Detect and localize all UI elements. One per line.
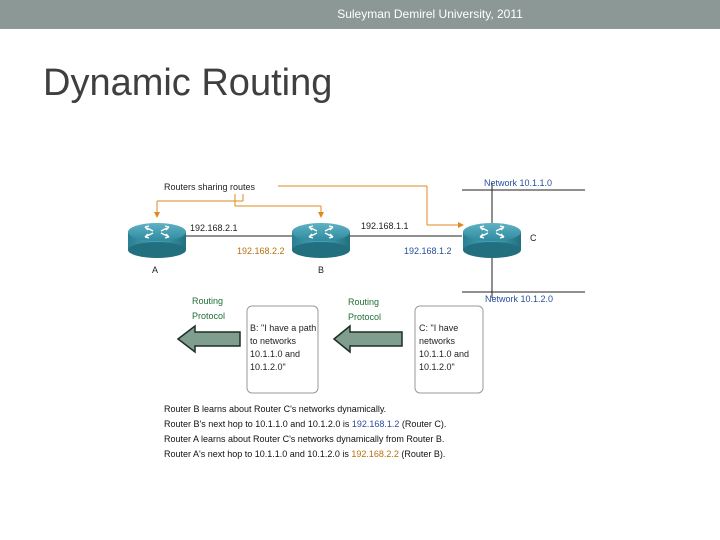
flow-lines — [154, 185, 464, 228]
router-icon — [292, 223, 350, 258]
router-icon — [128, 223, 186, 258]
header-bar: Suleyman Demirel University, 2011 — [0, 0, 720, 29]
network-bottom-label: Network 10.1.2.0 — [485, 294, 553, 304]
message-box-b — [246, 305, 319, 394]
explanation-line: Router A learns about Router C's network… — [164, 434, 444, 444]
explanation-line: Router A's next hop to 10.1.1.0 and 10.1… — [164, 449, 445, 459]
explanation-part: Router B's next hop to 10.1.1.0 and 10.1… — [164, 419, 352, 429]
message-b-line: 10.1.1.0 and — [250, 349, 300, 359]
routing-protocol-left-2: Protocol — [192, 311, 225, 321]
ip-a-b: 192.168.2.1 — [190, 223, 238, 233]
message-c-line: C: "I have — [419, 323, 458, 333]
message-c-line: networks — [419, 336, 456, 346]
router-b-label: B — [318, 265, 324, 275]
slide-title: Dynamic Routing — [43, 62, 333, 104]
message-b-line: 10.1.2.0" — [250, 362, 286, 372]
explanation-part: 192.168.2.2 — [351, 449, 399, 459]
explanation-part: (Router C). — [399, 419, 446, 429]
explanation-part: 192.168.1.2 — [352, 419, 400, 429]
left-arrow-icon — [176, 324, 241, 354]
routing-protocol-right-2: Protocol — [348, 312, 381, 322]
router-c-label: C — [530, 233, 537, 243]
message-b-line: to networks — [250, 336, 297, 346]
routing-protocol-right-1: Routing — [348, 297, 379, 307]
explanation-part: Router A learns about Router C's network… — [164, 434, 444, 444]
routing-protocol-left-1: Routing — [192, 296, 223, 306]
explanation-line: Router B learns about Router C's network… — [164, 404, 386, 414]
router-icon — [463, 223, 521, 258]
explanation-part: Router A's next hop to 10.1.1.0 and 10.1… — [164, 449, 351, 459]
explanation-line: Router B's next hop to 10.1.1.0 and 10.1… — [164, 419, 446, 429]
router-a-label: A — [152, 265, 158, 275]
ip-b-left: 192.168.2.2 — [237, 246, 285, 256]
network-top-label: Network 10.1.1.0 — [484, 178, 552, 188]
left-arrow-icon — [332, 324, 403, 354]
ip-b-c: 192.168.1.1 — [361, 221, 409, 231]
message-c-line: 10.1.2.0" — [419, 362, 455, 372]
message-b-line: B: "I have a path — [250, 323, 316, 333]
explanation-part: (Router B). — [399, 449, 446, 459]
explanation-part: Router B learns about Router C's network… — [164, 404, 386, 414]
sharing-label: Routers sharing routes — [164, 182, 256, 192]
message-box-c — [414, 305, 484, 394]
header-institution: Suleyman Demirel University, 2011 — [337, 7, 523, 21]
ip-c-left: 192.168.1.2 — [404, 246, 452, 256]
message-c-line: 10.1.1.0 and — [419, 349, 469, 359]
